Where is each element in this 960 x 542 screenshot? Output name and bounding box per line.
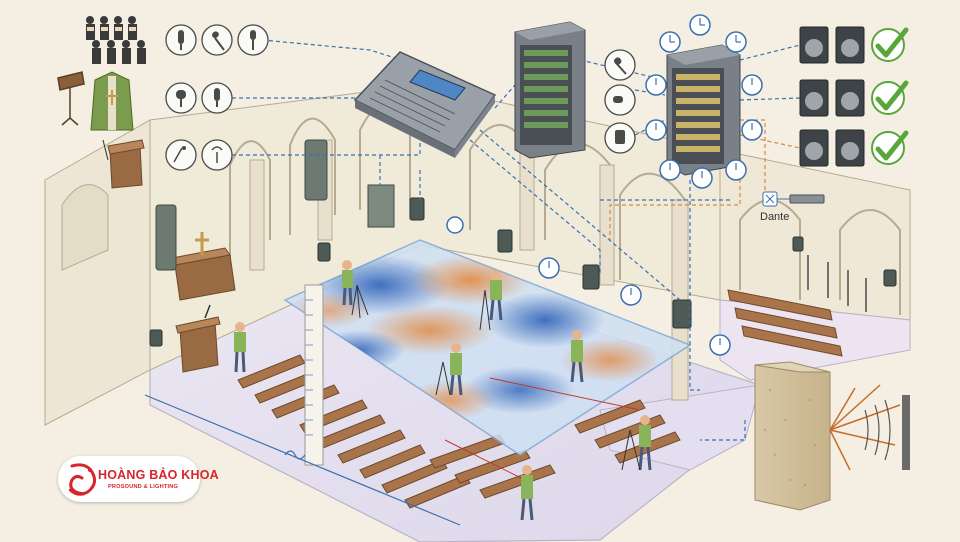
vestment-icon [90,71,134,131]
sound-reflection-icon [754,361,910,511]
lectern-icon [57,71,85,126]
brand-logo: HOÀNG BẢO KHOA PROSOUND & LIGHTING [58,456,219,502]
equipment-rack-icon [514,21,586,159]
clock-hands [548,18,753,345]
line-array-icon [155,139,395,271]
brand-tagline: PROSOUND & LIGHTING [108,484,178,490]
technician-icon [520,465,534,521]
dragon-logo-icon [68,463,97,496]
left-window [61,184,109,271]
equipment-rack-icon [666,44,741,176]
microphone-icon-group [165,24,636,171]
technician-icon [234,322,246,373]
mixing-console-icon [353,51,497,158]
network-switch-icon [762,191,825,207]
mic-stands [807,255,867,312]
technicians [234,260,652,521]
choir-icon [86,16,146,64]
checkmark-icon-group [871,27,909,165]
pulpit-icon [102,139,145,189]
technician-icon [435,343,463,396]
technician-icon [570,330,584,383]
brand-name: HOÀNG BẢO KHOA [98,468,219,482]
technician-icon [342,260,369,319]
signal-lines-blue [232,39,801,441]
altar [171,232,236,301]
front-pulpit [175,304,221,373]
speaker-icon [149,197,897,347]
dante-label: Dante [760,211,789,223]
measuring-pole-icon [304,284,324,466]
technician-icon [479,270,503,331]
dimension-line [144,394,461,526]
technician-icon [621,415,652,471]
laser-lines [444,377,641,481]
output-speakers [799,26,865,167]
